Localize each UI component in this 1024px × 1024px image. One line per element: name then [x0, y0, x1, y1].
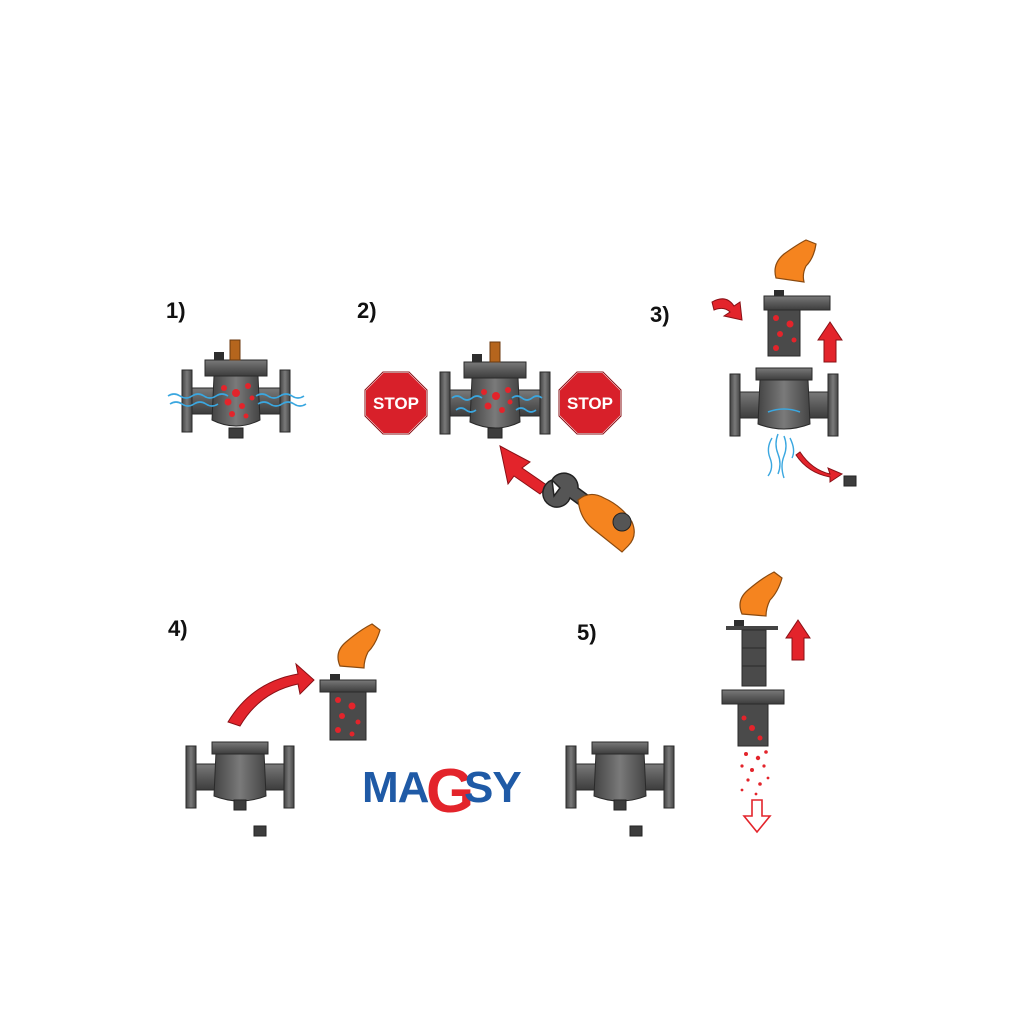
logo-text-right: SY	[464, 763, 521, 812]
step-1-label: 1)	[166, 298, 186, 323]
stop-sign-left-text: STOP	[373, 394, 419, 413]
hand-icon	[577, 493, 635, 553]
hand-icon	[337, 623, 381, 669]
step-5-label: 5)	[577, 620, 597, 645]
hand-icon	[739, 571, 783, 617]
step-1-filter	[167, 339, 307, 439]
magsy-logo: MA G SY	[362, 757, 522, 826]
step-3-group	[711, 239, 857, 487]
step-2-label: 2)	[357, 298, 377, 323]
step-3-label: 3)	[650, 302, 670, 327]
stop-sign-left: STOP	[364, 371, 428, 435]
hand-icon	[774, 239, 817, 283]
stop-sign-right: STOP	[558, 371, 622, 435]
step-2-group: STOP STOP	[364, 341, 635, 553]
logo-text-left: MA	[362, 763, 429, 812]
step-4-label: 4)	[168, 616, 188, 641]
stop-sign-right-text: STOP	[567, 394, 613, 413]
step-4-group	[185, 623, 381, 837]
logo-text-mid: G	[426, 757, 473, 826]
step-5-group	[565, 571, 811, 837]
